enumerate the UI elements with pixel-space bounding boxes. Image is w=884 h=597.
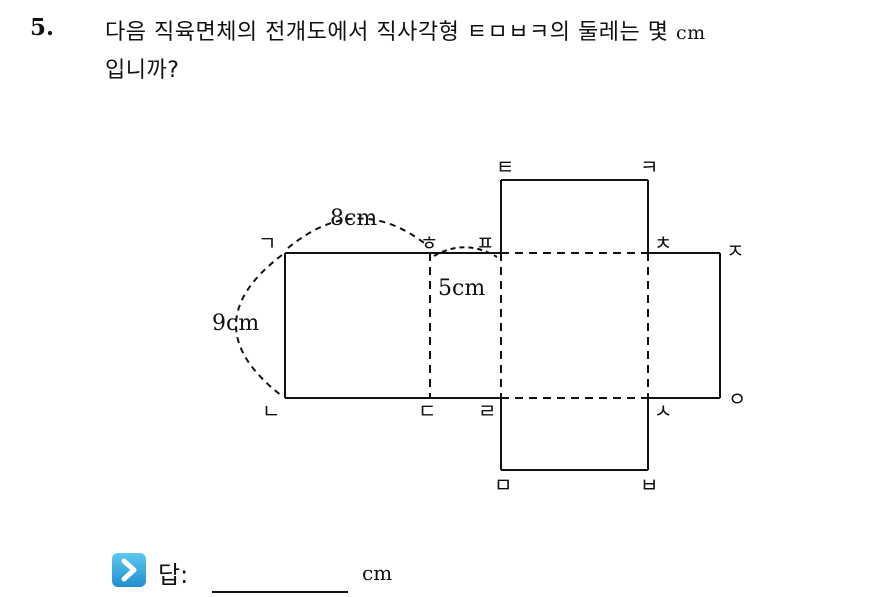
vertex-label-m: ㅁ	[494, 473, 512, 497]
vertex-label-n: ㄴ	[262, 399, 280, 423]
vertex-label-t: ㅌ	[496, 155, 514, 179]
measure-inner-edge: 5cm	[438, 276, 485, 301]
question-line1: 다음 직육면체의 전개도에서 직사각형 ㅌㅁㅂㅋ의 둘레는 몇	[105, 20, 676, 45]
vertex-label-ch: ㅊ	[654, 231, 672, 255]
vertex-label-d: ㄷ	[418, 399, 436, 423]
vertex-label-k: ㅋ	[640, 155, 658, 179]
question-line2: 입니까?	[105, 58, 180, 83]
answer-blank[interactable]	[212, 591, 348, 593]
arc-top-8cm	[287, 217, 429, 249]
question-unit: cm	[675, 22, 706, 44]
answer-label: 답:	[158, 561, 189, 589]
answer-unit: cm	[362, 561, 393, 585]
vertex-label-j: ㅈ	[726, 239, 744, 263]
measure-top-edge: 8cm	[330, 206, 377, 231]
vertex-label-b: ㅂ	[640, 473, 658, 497]
question-number: 5.	[30, 14, 55, 41]
question-text: 다음 직육면체의 전개도에서 직사각형 ㅌㅁㅂㅋ의 둘레는 몇 cm 입니까?	[105, 14, 875, 90]
vertex-label-o: ㅇ	[728, 387, 746, 411]
vertex-label-g: ㄱ	[258, 231, 276, 255]
measure-left-edge: 9cm	[212, 311, 259, 336]
arc-left-9cm	[235, 254, 283, 397]
vertex-label-r: ㄹ	[478, 399, 496, 423]
vertex-label-p: ㅍ	[476, 231, 494, 255]
vertex-label-s: ㅅ	[654, 399, 672, 423]
chevron-right-icon	[112, 553, 146, 587]
vertex-label-h: ㅎ	[420, 231, 438, 255]
